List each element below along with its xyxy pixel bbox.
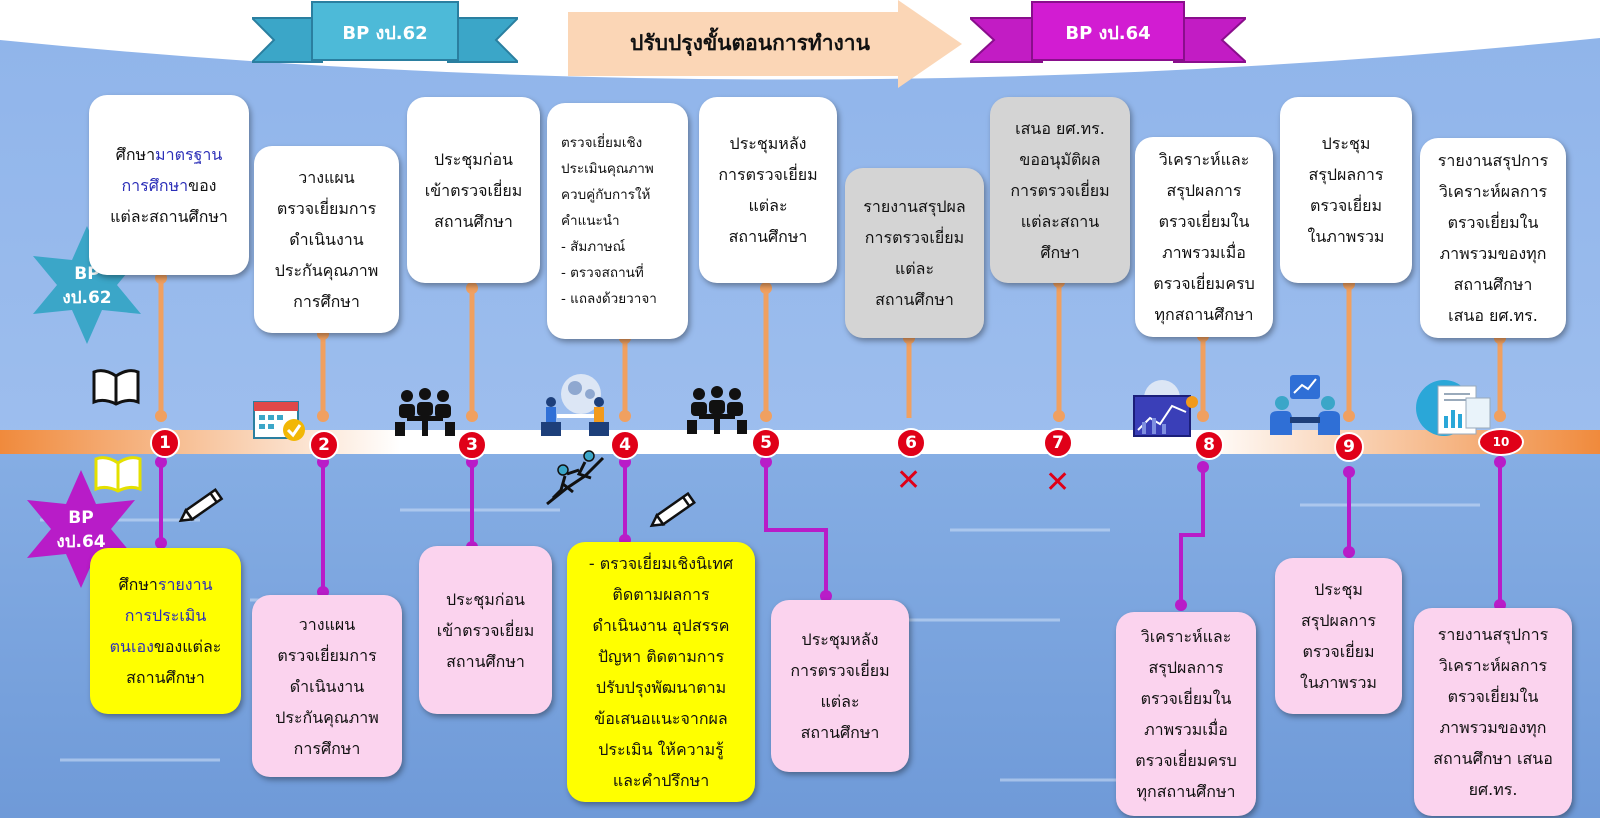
star-bp64 (27, 470, 135, 588)
bottom-card-8-text: รายงานสรุปการ วิเคราะห์ผลการ ตรวจเยี่ยมใ… (1433, 625, 1553, 799)
removed-mark-7: ✕ (1045, 465, 1071, 500)
bottom-card-2-text: วางแผน ตรวจเยี่ยมการ ดำเนินงาน ประกันคุณ… (275, 614, 379, 758)
step-node-10: 10 (1478, 428, 1524, 456)
book-icon (92, 369, 140, 406)
top-card-5: ประชุมหลัง การตรวจเยี่ยม แต่ละ สถานศึกษา (699, 97, 837, 283)
top-card-3-text: ประชุมก่อน เข้าตรวจเยี่ยม สถานศึกษา (424, 149, 523, 231)
bottom-card-1: ศึกษารายงาน การประเมิน ตนเองของแต่ละ สถา… (90, 548, 241, 714)
bottom-card-1-post: ของแต่ละ สถานศึกษา (126, 637, 222, 687)
bottom-card-3: ประชุมก่อน เข้าตรวจเยี่ยม สถานศึกษา (419, 546, 552, 714)
top-card-7: เสนอ ยศ.ทร. ขออนุมัติผล การตรวจเยี่ยม แต… (990, 97, 1130, 283)
bottom-card-1-pre: ศึกษา (118, 575, 158, 594)
top-card-5-text: ประชุมหลัง การตรวจเยี่ยม แต่ละ สถานศึกษา (718, 134, 818, 246)
pencil-icon (649, 491, 696, 528)
bottom-card-4: - ตรวจเยี่ยมเชิงนิเทศ ติดตามผลการ ดำเนิน… (567, 542, 755, 802)
top-card-6-text: รายงานสรุปผล การตรวจเยี่ยม แต่ละ สถานศึก… (863, 197, 966, 309)
ribbon-bp62 (252, 1, 518, 63)
top-card-10: รายงานสรุปการ วิเคราะห์ผลการ ตรวจเยี่ยมใ… (1420, 138, 1566, 338)
top-card-1: ศึกษามาตรฐาน การศึกษาของ แต่ละสถานศึกษา (89, 95, 249, 275)
bottom-card-8: รายงานสรุปการ วิเคราะห์ผลการ ตรวจเยี่ยมใ… (1414, 608, 1572, 816)
step-node-1: 1 (150, 428, 180, 458)
meeting-icon (687, 386, 747, 434)
top-card-8: วิเคราะห์และ สรุปผลการ ตรวจเยี่ยมใน ภาพร… (1135, 137, 1273, 337)
top-card-1-post: ของ แต่ละสถานศึกษา (110, 175, 228, 226)
bottom-card-7: ประชุม สรุปผลการ ตรวจเยี่ยม ในภาพรวม (1275, 558, 1402, 714)
step-node-2: 2 (309, 430, 339, 460)
header-arrow-label: ปรับปรุงขั้นตอนการทำงาน (630, 31, 870, 55)
online-meeting-icon (1270, 375, 1340, 435)
climbing-help-icon (546, 450, 605, 506)
header-arrow (568, 0, 962, 88)
top-card-2: วางแผน ตรวจเยี่ยมการ ดำเนินงาน ประกันคุณ… (254, 146, 399, 333)
bottom-card-4-text: - ตรวจเยี่ยมเชิงนิเทศ ติดตามผลการ ดำเนิน… (588, 554, 734, 790)
top-card-7-text: เสนอ ยศ.ทร. ขออนุมัติผล การตรวจเยี่ยม แต… (1010, 118, 1110, 262)
bottom-card-6: วิเคราะห์และ สรุปผลการ ตรวจเยี่ยมใน ภาพร… (1116, 612, 1256, 816)
bottom-card-5: ประชุมหลัง การตรวจเยี่ยม แต่ละ สถานศึกษา (771, 600, 909, 772)
top-card-2-text: วางแผน ตรวจเยี่ยมการ ดำเนินงาน ประกันคุณ… (274, 168, 379, 311)
top-card-9-text: ประชุม สรุปผลการ ตรวจเยี่ยม ในภาพรวม (1307, 134, 1385, 246)
top-card-6: รายงานสรุปผล การตรวจเยี่ยม แต่ละ สถานศึก… (845, 168, 984, 338)
step-node-4: 4 (610, 430, 640, 460)
ribbon-bp62-label: BP งป.62 (342, 23, 428, 44)
book-icon (94, 456, 142, 493)
removed-mark-6: ✕ (896, 463, 922, 498)
ribbon-bp64 (970, 1, 1246, 63)
bottom-card-2: วางแผน ตรวจเยี่ยมการ ดำเนินงาน ประกันคุณ… (252, 595, 402, 777)
top-card-10-text: รายงานสรุปการ วิเคราะห์ผลการ ตรวจเยี่ยมใ… (1437, 151, 1549, 325)
report-icon (1416, 380, 1491, 436)
step-node-9: 9 (1334, 432, 1364, 462)
bottom-card-7-text: ประชุม สรุปผลการ ตรวจเยี่ยม ในภาพรวม (1300, 580, 1377, 692)
team-discussion-icon (541, 374, 609, 436)
top-card-4-text: ตรวจเยี่ยมเชิง ประเมินคุณภาพ ควบคู่กับกา… (561, 135, 657, 307)
step-node-3: 3 (457, 430, 487, 460)
top-card-1-highlight: มาตรฐาน การศึกษา (121, 144, 223, 195)
top-card-4: ตรวจเยี่ยมเชิง ประเมินคุณภาพ ควบคู่กับกา… (547, 103, 688, 339)
meeting-icon (395, 388, 455, 436)
bottom-card-5-text: ประชุมหลัง การตรวจเยี่ยม แต่ละ สถานศึกษา (790, 630, 890, 742)
top-card-3: ประชุมก่อน เข้าตรวจเยี่ยม สถานศึกษา (407, 97, 540, 283)
bottom-card-6-text: วิเคราะห์และ สรุปผลการ ตรวจเยี่ยมใน ภาพร… (1135, 627, 1237, 801)
step-node-5: 5 (751, 428, 781, 458)
calendar-check-icon (253, 401, 305, 441)
pencil-icon (178, 488, 224, 523)
bottom-card-1-highlight: รายงาน การประเมิน ตนเอง (109, 575, 213, 656)
top-card-8-text: วิเคราะห์และ สรุปผลการ ตรวจเยี่ยมใน ภาพร… (1153, 150, 1255, 324)
bottom-card-3-text: ประชุมก่อน เข้าตรวจเยี่ยม สถานศึกษา (436, 589, 535, 671)
analytics-icon (1133, 380, 1198, 437)
top-card-1-pre: ศึกษา (115, 144, 156, 164)
step-node-7: 7 (1043, 428, 1073, 458)
step-node-6: 6 (896, 428, 926, 458)
step-node-8: 8 (1194, 430, 1224, 460)
ribbon-bp64-label: BP งป.64 (1065, 23, 1151, 44)
star-bp62 (33, 226, 141, 344)
top-card-9: ประชุม สรุปผลการ ตรวจเยี่ยม ในภาพรวม (1280, 97, 1412, 283)
star-bp64-label: BP งป.64 (56, 508, 106, 552)
